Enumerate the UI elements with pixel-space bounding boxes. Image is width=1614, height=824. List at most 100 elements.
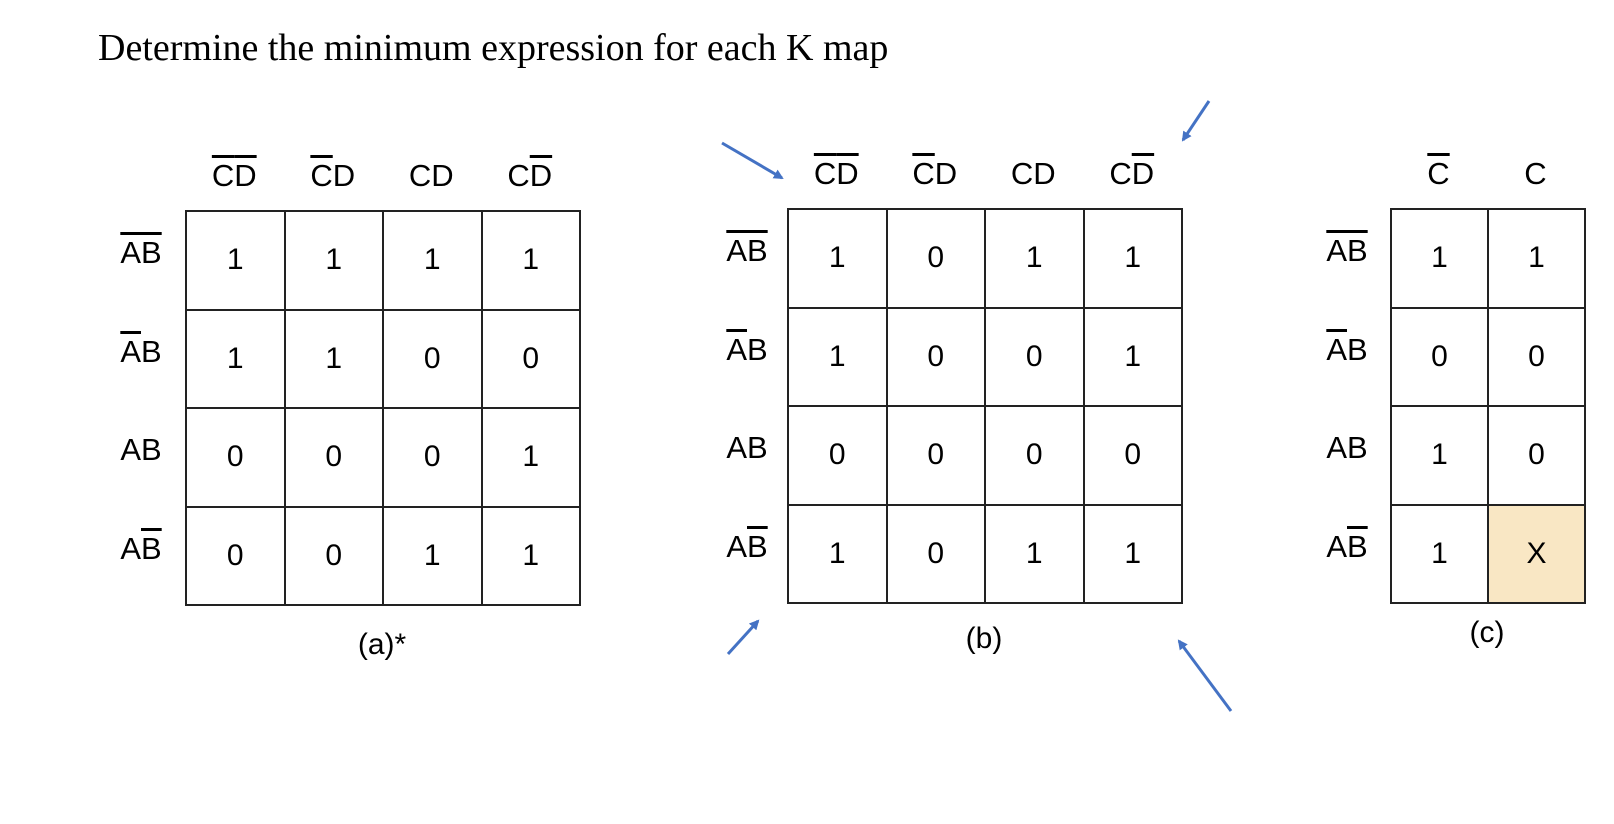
row-label: AB [718, 233, 776, 269]
label-letter: C [408, 158, 432, 193]
column-label: CD [382, 158, 481, 194]
kmap-cell: 0 [984, 405, 1085, 506]
kmap-cell: 0 [1487, 306, 1586, 407]
column-label: CD [185, 158, 284, 194]
kmap-cell: 0 [185, 407, 286, 508]
label-letter: A [726, 430, 747, 466]
label-letter: C [310, 158, 333, 193]
label-letter: C [813, 156, 837, 191]
kmap-cell: 1 [185, 308, 286, 409]
label-letter: C [211, 158, 235, 193]
kmap-cell: 0 [283, 407, 384, 508]
kmap-cell: 1 [480, 505, 581, 606]
label-letter: A [1326, 528, 1347, 564]
label-letter: C [1109, 156, 1132, 191]
kmap-cell: 1 [1082, 503, 1183, 604]
row-label: AB [718, 529, 776, 565]
label-letter: A [726, 331, 747, 367]
label-letter: B [1347, 233, 1368, 269]
label-letter: D [529, 158, 553, 193]
label-letter: D [1033, 156, 1056, 191]
kmap-caption: (a)* [357, 628, 407, 661]
kmap-cell: 0 [787, 405, 888, 506]
label-letter: B [747, 233, 768, 269]
arrow-top-left [721, 141, 784, 180]
kmap-cell: 1 [480, 407, 581, 508]
label-letter: B [1347, 528, 1368, 564]
column-label: CD [886, 156, 985, 192]
kmap-cell: 1 [984, 503, 1085, 604]
kmap-cell: 1 [1390, 208, 1489, 309]
label-letter: D [934, 156, 958, 191]
kmap-cell: 1 [283, 308, 384, 409]
kmap-cell: 0 [885, 306, 986, 407]
kmap-cell: 1 [787, 306, 888, 407]
kmap-cell: 0 [1390, 306, 1489, 407]
column-label: CD [1083, 156, 1182, 192]
label-letter: B [141, 530, 162, 566]
label-letter: B [747, 430, 768, 466]
kmap-cell: 1 [382, 505, 483, 606]
arrow-bottom-right [1177, 639, 1233, 712]
label-letter: D [836, 156, 859, 191]
kmap-cell: 1 [480, 210, 581, 311]
kmap-cell: 0 [1487, 405, 1586, 506]
kmap-cell: 1 [787, 503, 888, 604]
label-letter: D [1131, 156, 1155, 191]
row-label: AB [1318, 430, 1376, 466]
row-label: AB [1318, 233, 1376, 269]
label-letter: C [1010, 156, 1034, 191]
row-label: AB [112, 235, 170, 271]
column-label: C [1390, 156, 1487, 192]
row-label: AB [1318, 332, 1376, 368]
column-label: CD [984, 156, 1083, 192]
label-letter: B [1347, 430, 1368, 466]
column-label: CD [284, 158, 383, 194]
arrow-top-right [1181, 100, 1211, 142]
kmap-cell: 0 [1082, 405, 1183, 506]
label-letter: B [747, 331, 768, 367]
label-letter: A [120, 235, 141, 271]
label-letter: B [141, 333, 162, 369]
kmap-cell: 0 [185, 505, 286, 606]
row-label: AB [718, 430, 776, 466]
row-label: AB [112, 432, 170, 468]
kmap-cell: 1 [1082, 208, 1183, 309]
row-label: AB [1318, 529, 1376, 565]
kmap-cell: 0 [283, 505, 384, 606]
kmap-cell: 0 [885, 405, 986, 506]
kmap-cell: 1 [1487, 208, 1586, 309]
label-letter: C [912, 156, 935, 191]
label-letter: A [1326, 233, 1347, 269]
kmap-caption: (c) [1469, 616, 1505, 649]
label-letter: A [726, 233, 747, 269]
label-letter: C [1524, 156, 1547, 191]
label-letter: B [141, 432, 162, 468]
page-title: Determine the minimum expression for eac… [98, 27, 889, 69]
label-letter: C [507, 158, 530, 193]
column-label: C [1487, 156, 1584, 192]
row-label: AB [112, 531, 170, 567]
label-letter: B [747, 528, 768, 564]
label-letter: D [431, 158, 454, 193]
kmap-cell: 1 [185, 210, 286, 311]
label-letter: A [120, 530, 141, 566]
label-letter: A [120, 432, 141, 468]
kmap-cell: 0 [382, 407, 483, 508]
kmap-cell: 0 [885, 503, 986, 604]
label-letter: A [120, 333, 141, 369]
kmap-cell: 1 [787, 208, 888, 309]
kmap-cell: 1 [1082, 306, 1183, 407]
